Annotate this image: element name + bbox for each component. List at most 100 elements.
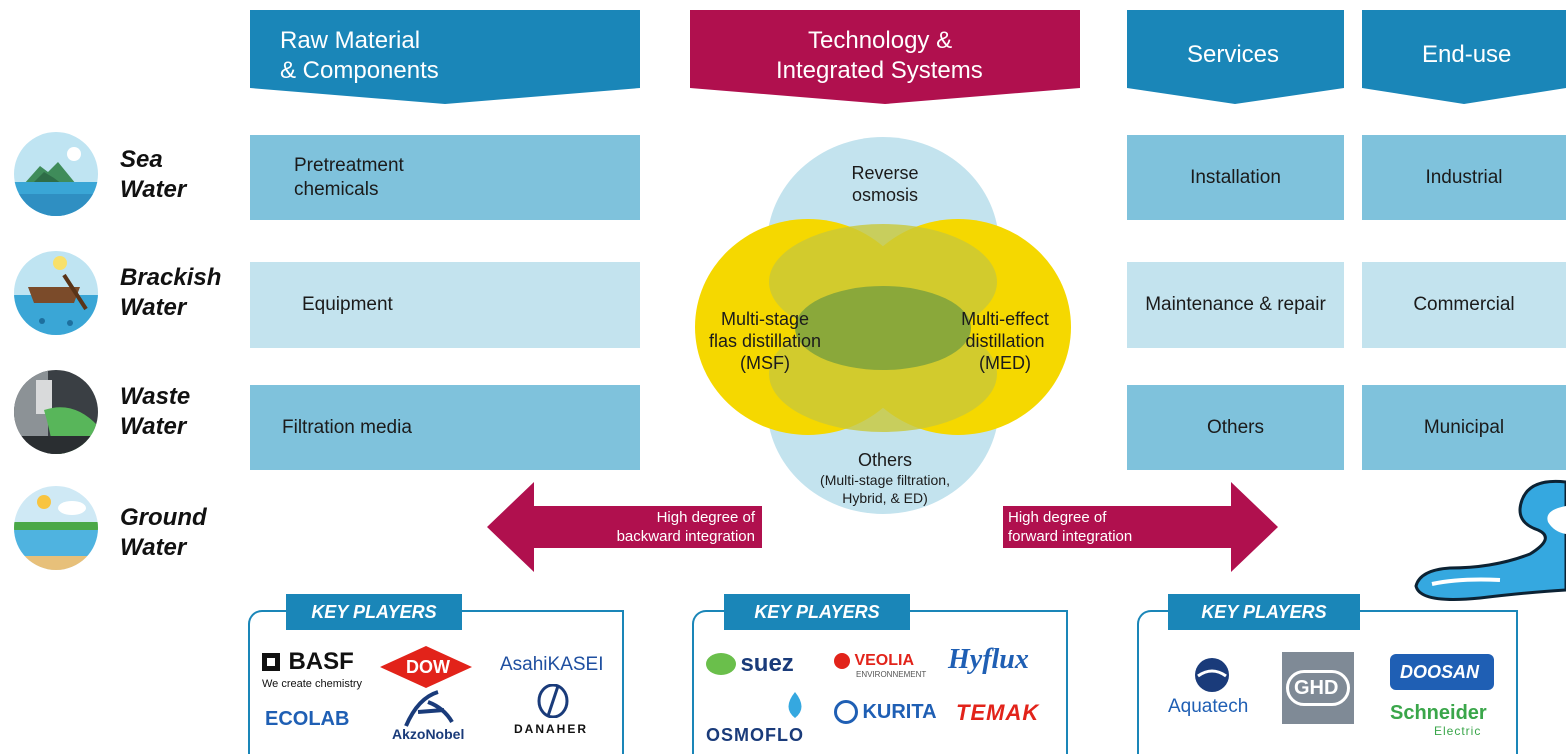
veolia-wordmark: VEOLIA (854, 652, 915, 669)
basf-logo: BASF We create chemistry (262, 648, 362, 690)
forward-line1: High degree of (1008, 509, 1107, 526)
raw-item-pretreatment-line2: chemicals (294, 178, 379, 200)
services-installation-label: Installation (1190, 166, 1281, 188)
temak-logo: TEMAK (956, 700, 1040, 725)
services-others-label: Others (1206, 416, 1265, 438)
enduse-municipal-label: Municipal (1423, 416, 1505, 438)
venn-right-line1: Multi-effect (961, 309, 1049, 329)
banner-services-label: Services (1187, 41, 1280, 68)
venn-left-line3: (MSF) (740, 353, 790, 373)
osmoflo-wordmark: OSMOFLO (706, 725, 804, 745)
veolia-logo: VEOLIA ENVIRONNEMENT (834, 652, 926, 679)
brackish-water-line2: Water (120, 294, 187, 321)
venn-label-msf: Multi-stage flas distillation (MSF) (695, 308, 835, 374)
sea-water-label: Sea Water (120, 145, 186, 205)
raw-item-pretreatment: Pretreatment chemicals (250, 135, 640, 220)
banner-raw-material: Raw Material & Components (250, 10, 640, 104)
banner-end-use: End-use (1362, 10, 1566, 104)
ecolab-logo: ECOLAB (265, 708, 350, 730)
suez-logo: suez (706, 650, 794, 678)
forward-line2: forward integration (1008, 528, 1133, 545)
dow-wordmark: DOW (406, 657, 450, 677)
water-splash-illustration (1414, 479, 1566, 601)
services-item-maintenance: Maintenance & repair (1127, 262, 1344, 348)
waste-water-icon (14, 370, 98, 454)
venn-bottom-sub-line1: (Multi-stage filtration, (820, 472, 950, 488)
brackish-water-line1: Brackish (120, 264, 222, 291)
basf-mark-icon (262, 653, 280, 671)
banner-technology: Technology & Integrated Systems (690, 10, 1080, 104)
venn-bottom-line1: Others (857, 450, 913, 470)
enduse-item-commercial: Commercial (1362, 262, 1566, 348)
key-players-services-tag: KEY PLAYERS (1168, 594, 1360, 630)
osmoflo-logo: OSMOFLO (706, 690, 812, 746)
raw-item-filtration: Filtration media (250, 385, 640, 470)
brackish-water-label: Brackish Water (120, 263, 221, 323)
danaher-wordmark: DANAHER (514, 722, 588, 736)
doosan-logo: DOOSAN (1390, 654, 1494, 690)
schneider-wordmark: Schneider (1390, 702, 1487, 724)
raw-item-pretreatment-line1: Pretreatment (294, 154, 404, 176)
waste-water-line2: Water (120, 413, 187, 440)
dow-logo: DOW (380, 646, 472, 688)
services-item-installation: Installation (1127, 135, 1344, 220)
kurita-wordmark: KURITA (862, 700, 937, 723)
danaher-logo: DANAHER (508, 683, 598, 744)
basf-wordmark: BASF (288, 648, 354, 675)
aquatech-logo: Aquatech (1162, 656, 1262, 736)
backward-integration-arrow (487, 482, 762, 572)
ground-water-label: Ground Water (120, 503, 207, 563)
key-players-tech-tag: KEY PLAYERS (724, 594, 910, 630)
banner-raw-line2: & Components (280, 57, 439, 84)
danaher-mark-icon (537, 683, 569, 719)
ground-water-line2: Water (120, 534, 187, 561)
banner-tech-line1: Technology & (808, 27, 953, 54)
key-players-raw-tag: KEY PLAYERS (286, 594, 462, 630)
basf-tagline: We create chemistry (262, 678, 363, 690)
enduse-item-municipal: Municipal (1362, 385, 1566, 470)
veolia-mark-icon (834, 653, 850, 669)
banner-raw-line1: Raw Material (280, 27, 421, 54)
services-item-others: Others (1127, 385, 1344, 470)
venn-center (795, 286, 971, 370)
asahi-kasei-logo: AsahiKASEI (500, 654, 604, 675)
venn-top-line2: osmosis (851, 185, 918, 205)
suez-wave-icon (706, 653, 736, 675)
venn-bottom-sub-line2: Hybrid, & ED) (842, 490, 928, 506)
ground-water-line1: Ground (120, 504, 207, 531)
veolia-subtitle: ENVIRONNEMENT (856, 670, 927, 680)
ghd-badge (1286, 670, 1350, 706)
venn-bottom-sub: (Multi-stage filtration, Hybrid, & ED) (795, 471, 975, 507)
backward-integration-label: High degree of backward integration (585, 508, 755, 546)
doosan-wordmark: DOOSAN (1400, 662, 1480, 682)
aquatech-globe-icon (1195, 658, 1229, 692)
venn-top-line1: Reverse (851, 163, 919, 183)
suez-wordmark: suez (740, 650, 794, 677)
backward-line2: backward integration (616, 528, 755, 545)
osmoflo-drop-icon (788, 692, 802, 718)
akzonobel-wordmark: AkzoNobel (392, 726, 465, 742)
enduse-commercial-label: Commercial (1413, 294, 1515, 315)
ghd-logo: GHD (1282, 652, 1354, 724)
venn-label-reverse-osmosis: Reverse osmosis (820, 162, 950, 206)
ground-water-icon (14, 486, 98, 570)
akzonobel-figure-icon (404, 690, 454, 727)
venn-diagram (695, 137, 1071, 514)
banner-services: Services (1127, 10, 1344, 104)
waste-water-label: Waste Water (120, 382, 190, 442)
venn-label-med: Multi-effect distillation (MED) (935, 308, 1075, 374)
enduse-industrial-label: Industrial (1425, 166, 1503, 188)
venn-right-line3: (MED) (979, 353, 1031, 373)
venn-left-line2: flas distillation (708, 331, 822, 351)
aquatech-wordmark: Aquatech (1168, 696, 1249, 717)
ghd-wordmark: GHD (1294, 677, 1339, 699)
raw-item-filtration-label: Filtration media (282, 416, 412, 438)
waste-water-line1: Waste (120, 383, 191, 410)
enduse-item-industrial: Industrial (1362, 135, 1566, 220)
forward-integration-arrow (1003, 482, 1278, 572)
venn-left-line1: Multi-stage (720, 309, 810, 329)
schneider-subtitle: Electric (1434, 724, 1482, 738)
sea-water-icon (14, 132, 98, 216)
services-maintenance-label: Maintenance & repair (1145, 294, 1326, 315)
raw-item-equipment: Equipment (250, 262, 640, 348)
